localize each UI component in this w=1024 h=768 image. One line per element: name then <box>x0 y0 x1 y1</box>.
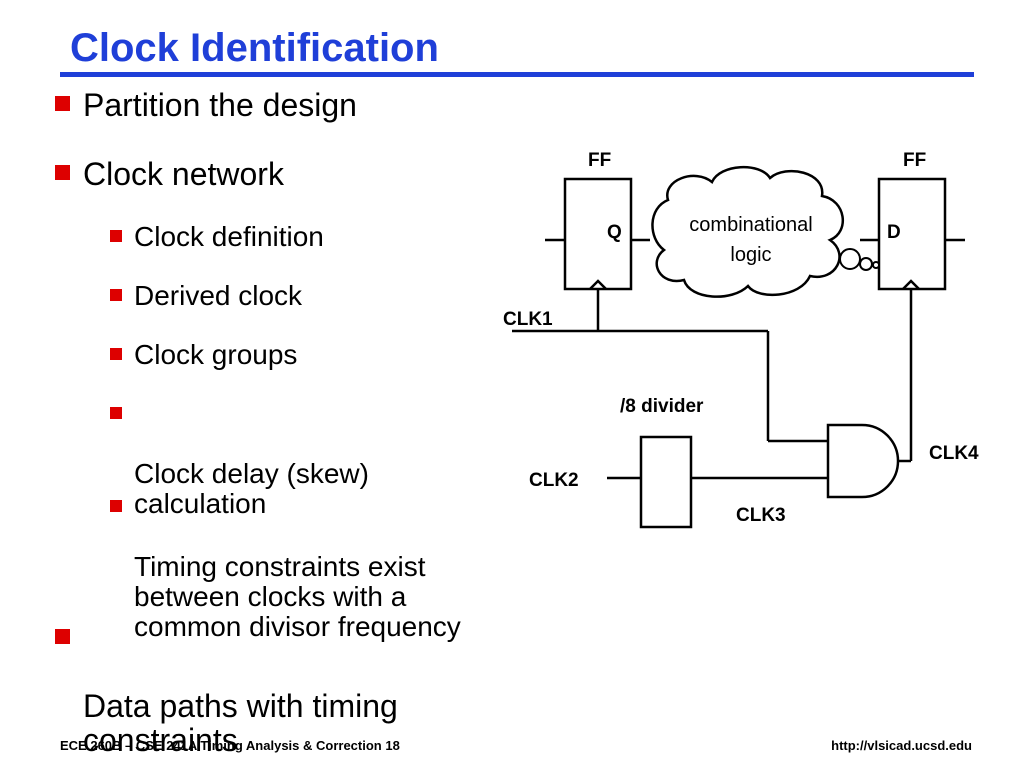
bullet-marker <box>110 500 122 512</box>
slide-title: Clock Identification <box>70 26 439 70</box>
bullet-derived-clock: Derived clock <box>110 280 303 311</box>
cloud-text-line2: logic <box>730 244 771 266</box>
bullet-text: Clock network <box>83 156 284 192</box>
bullet-text: Clock groups <box>134 339 298 370</box>
combinational-logic-cloud <box>651 165 845 298</box>
divide-by-8-block <box>639 435 693 529</box>
bullet-clock-groups: Clock groups <box>110 339 298 370</box>
footer-url: http://vlsicad.ucsd.edu <box>831 738 972 753</box>
bullet-timing-constraints: Timing constraints exist between clocks … <box>110 492 461 642</box>
cloud-bubble-small <box>872 261 880 269</box>
bullet-marker <box>110 230 122 242</box>
bullet-marker <box>110 289 122 301</box>
cloud-bubble-medium <box>859 257 873 271</box>
cloud-bubble-large <box>839 248 861 270</box>
bullet-text: Clock definition <box>134 221 324 252</box>
bullet-data-paths: Data paths with timing constraints <box>55 621 398 758</box>
bullet-clock-delay: Clock delay (skew) calculation <box>110 399 369 519</box>
bullet-text: Derived clock <box>134 280 303 311</box>
and-gate <box>826 423 900 499</box>
bullet-text: Clock delay (skew) calculation <box>134 458 369 519</box>
clk3-label: CLK3 <box>736 505 786 526</box>
bullet-partition-design: Partition the design <box>55 87 357 123</box>
title-underline <box>60 72 974 77</box>
left-ff-label: FF <box>588 150 611 171</box>
q-output-label: Q <box>607 222 622 243</box>
bullet-text: Partition the design <box>83 87 357 123</box>
right-ff-clock-triangle <box>902 279 920 290</box>
clk1-label: CLK1 <box>503 309 553 330</box>
left-ff-clock-triangle <box>589 279 607 290</box>
bullet-clock-definition: Clock definition <box>110 221 324 252</box>
bullet-clock-network: Clock network <box>55 156 284 192</box>
bullet-marker <box>55 629 70 644</box>
right-ff-label: FF <box>903 150 926 171</box>
cloud-text-line1: combinational <box>689 214 812 236</box>
bullet-marker <box>55 165 70 180</box>
divider-label: /8 divider <box>620 396 704 417</box>
bullet-marker <box>55 96 70 111</box>
bullet-marker <box>110 407 122 419</box>
clk4-label: CLK4 <box>929 443 979 464</box>
clk2-label: CLK2 <box>529 470 579 491</box>
bullet-text: Timing constraints exist between clocks … <box>134 551 461 642</box>
footer-course-info: ECE 260B – CSE 241A Timing Analysis & Co… <box>60 738 400 753</box>
bullet-text: Data paths with timing constraints <box>83 688 398 758</box>
d-input-label: D <box>887 222 901 243</box>
bullet-marker <box>110 348 122 360</box>
